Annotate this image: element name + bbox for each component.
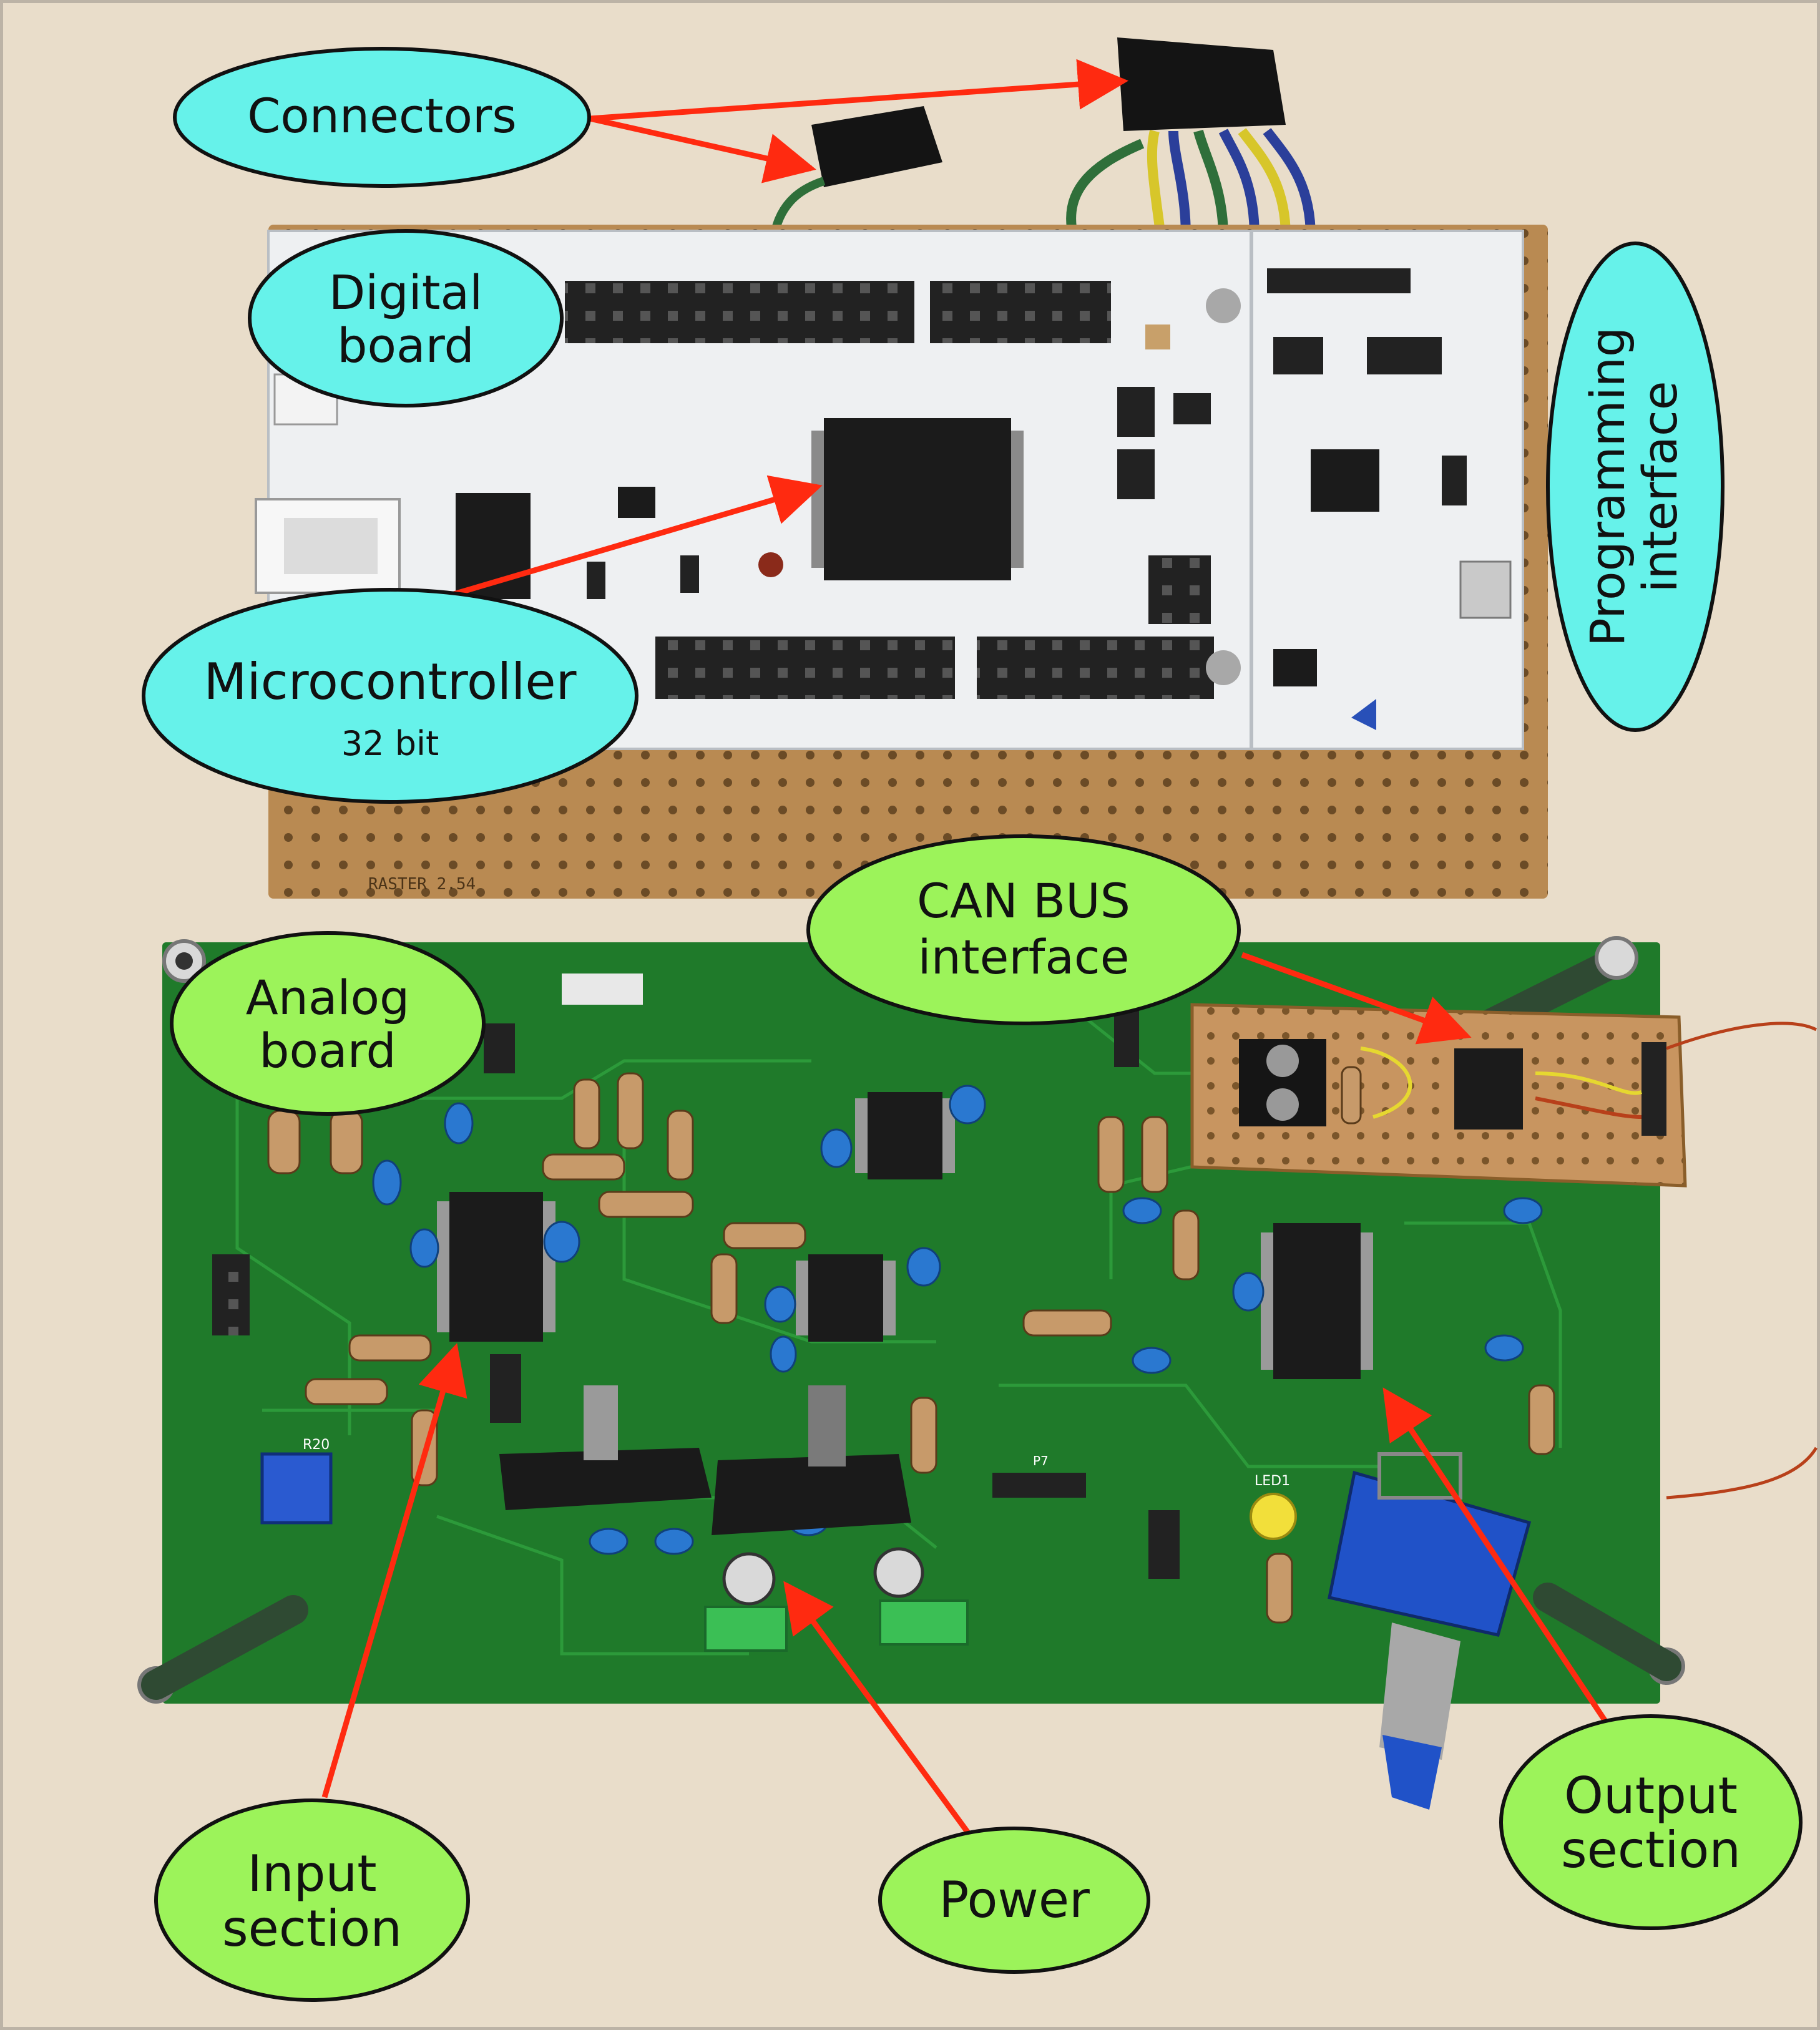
callout-digital-board: Digital board <box>248 229 564 407</box>
ic-output <box>1273 1223 1361 1379</box>
callout-programming-line2: interface <box>1632 381 1688 593</box>
callout-programming-line1: Programming <box>1580 327 1635 647</box>
arrow-connectors-right <box>589 59 1129 122</box>
ic-input <box>449 1192 543 1342</box>
callout-input-line1: Input <box>247 1845 376 1903</box>
silkscreen-r20: R20 <box>303 1437 330 1453</box>
arrow-input-section <box>321 1343 467 1798</box>
callout-output-section: Output section <box>1499 1714 1803 1930</box>
callout-can-bus-line2: interface <box>918 929 1130 985</box>
arrow-output-section <box>1382 1387 1638 1768</box>
led <box>1250 1493 1297 1540</box>
callout-connectors: Connectors <box>173 47 591 188</box>
silkscreen-raster: RASTER 2.54 <box>368 875 476 894</box>
silkscreen-led: LED1 <box>1255 1473 1290 1489</box>
arrow-can-bus <box>1241 952 1472 1045</box>
arrow-power <box>783 1581 995 1868</box>
connector-housing-right <box>1117 37 1286 131</box>
callout-output-line2: section <box>1561 1821 1741 1879</box>
silkscreen-p7: P7 <box>1033 1453 1049 1468</box>
callout-programming-interface: Programming interface <box>1546 242 1725 732</box>
can-bus-board <box>1190 1003 1818 1500</box>
callout-power: Power <box>878 1827 1150 1974</box>
connector-housing-left <box>811 106 942 187</box>
callout-microcontroller-line1: Microcontroller <box>204 653 577 711</box>
trimmer-pot <box>260 1452 333 1525</box>
callout-power-label: Power <box>939 1871 1090 1929</box>
power-terminal-left <box>704 1606 788 1652</box>
callout-input-section: Input section <box>154 1798 470 2002</box>
callout-microcontroller: Microcontroller 32 bit <box>142 588 638 804</box>
callout-digital-board-line1: Digital <box>329 265 482 320</box>
annotation-arrows <box>321 59 1638 1868</box>
callout-digital-board-line2: board <box>337 318 474 373</box>
callout-can-bus-line1: CAN BUS <box>917 873 1130 929</box>
callout-microcontroller-line2: 32 bit <box>341 724 439 763</box>
arrow-microcontroller <box>436 475 823 602</box>
callout-analog-board-line2: board <box>259 1023 396 1078</box>
callout-connectors-label: Connectors <box>247 88 517 144</box>
callout-analog-board: Analog board <box>170 931 486 1116</box>
power-terminal-right <box>879 1599 969 1646</box>
callout-analog-board-line1: Analog <box>246 970 410 1025</box>
callout-can-bus: CAN BUS interface <box>806 834 1241 1025</box>
rotary-encoder <box>1328 1470 1532 1637</box>
callout-input-line2: section <box>222 1900 402 1958</box>
mcu-chip <box>824 418 1011 580</box>
callout-output-line1: Output <box>1564 1767 1738 1825</box>
arrow-connectors-left <box>589 115 816 183</box>
